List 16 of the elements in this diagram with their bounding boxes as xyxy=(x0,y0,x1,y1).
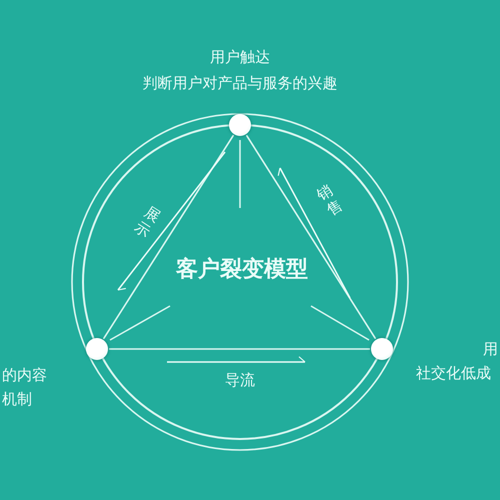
node-circle xyxy=(229,114,251,136)
stage-description: 判断用户对产品与服务的兴趣 xyxy=(142,74,338,92)
connector-line xyxy=(109,348,370,350)
edge-label: 展示 xyxy=(131,202,165,242)
node-circle xyxy=(371,338,393,360)
edge-label: 销售 xyxy=(313,180,347,220)
connector-line xyxy=(102,134,234,340)
stage-heading: 用户触达 xyxy=(210,48,270,66)
node-circle xyxy=(86,338,108,360)
stage-description: 用 xyxy=(483,340,498,358)
edge-label: 导流 xyxy=(225,371,255,389)
model-title: 客户裂变模型 xyxy=(176,257,308,283)
connector-line xyxy=(246,134,376,340)
stage-description: 机制 xyxy=(2,390,32,408)
stage-description: 社交化低成 xyxy=(416,364,491,382)
stage-description: 的内容 xyxy=(2,366,47,384)
